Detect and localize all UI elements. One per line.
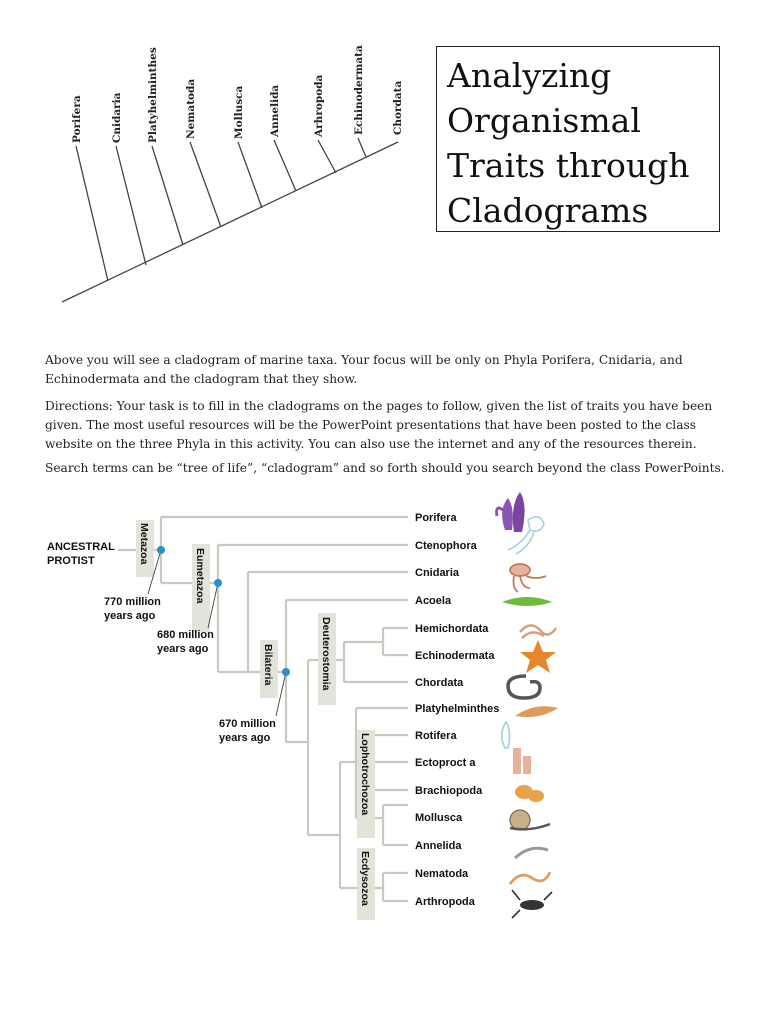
chordata-snake-icon — [506, 674, 542, 700]
clado-trunk — [61, 141, 399, 303]
branch-platyhelminthes — [151, 145, 184, 246]
taxon-label: Ctenophora — [415, 540, 478, 552]
taxon-label: Mollusca — [415, 812, 463, 824]
taxon-label: Rotifera — [415, 730, 457, 742]
arthropoda-lobster-icon — [511, 889, 553, 919]
taxon-label: Chordata — [415, 677, 464, 689]
clade-box-deuterostomia — [318, 613, 336, 705]
clade-label: Ecdysozoa — [359, 851, 371, 906]
taxon-label: Arhropoda — [313, 74, 325, 138]
clade-label: Deuterostomia — [320, 617, 332, 691]
branch-arhropoda — [317, 139, 337, 174]
time-label: years ago — [219, 732, 271, 744]
platyhelminthes-flatworm-icon — [515, 706, 558, 717]
branch-nematoda — [189, 141, 222, 228]
nematoda-roundworm-icon — [508, 871, 552, 885]
taxon-label: Porifera — [415, 512, 457, 524]
taxon-label: Annelida — [415, 840, 462, 852]
time-label: 670 million — [219, 718, 276, 730]
branch-annelida — [273, 139, 297, 192]
annelida-earthworm-icon — [513, 846, 549, 860]
clade-label: Lophotrochozoa — [359, 733, 371, 815]
title-line: Analyzing — [447, 56, 612, 95]
clade-label: Eumetazoa — [194, 548, 206, 604]
title-line: Organismal — [447, 101, 641, 140]
title-box: Analyzing Organismal Traits through Clad… — [436, 46, 720, 232]
branch-porifera — [75, 145, 109, 282]
time-label: years ago — [104, 610, 156, 622]
taxon-label: Porifera — [71, 95, 83, 143]
taxon-label: Cnidaria — [111, 92, 123, 143]
root-label: ANCESTRAL — [47, 541, 115, 553]
brachiopoda-lamp-shell-icon — [515, 785, 544, 802]
taxon-label: Nematoda — [185, 79, 197, 139]
taxon-label: Ectoproct a — [415, 757, 476, 769]
top-cladogram: Porifera Cnidaria Platyhelminthes Nemato… — [61, 45, 404, 303]
taxon-label: Echinodermata — [353, 45, 365, 135]
clade-box-metazoa — [136, 520, 154, 577]
search-terms-paragraph: Search terms can be “tree of life”, “cla… — [45, 461, 725, 475]
clade-box-bilateria — [260, 640, 278, 698]
taxon-label: Platyhelminthes — [415, 703, 499, 715]
taxon-label: Echinodermata — [415, 650, 495, 662]
metazoa-phylogeny-diagram: ANCESTRAL PROTIST Metazoa Eumetazoa Bila… — [47, 492, 558, 920]
cnidaria-jellyfish-icon — [509, 563, 547, 593]
acoela-flatworm-icon — [502, 597, 552, 606]
node-dot-770 — [157, 546, 165, 554]
clade-box-ecdysozoa — [357, 848, 375, 920]
title-line: Cladograms — [447, 191, 649, 230]
branch-echinodermata — [357, 137, 367, 158]
rotifera-rotifer-icon — [500, 720, 511, 749]
time-label: 770 million — [104, 596, 161, 608]
clade-box-eumetazoa — [192, 544, 210, 632]
hemichordata-acorn-worm-icon — [519, 624, 557, 639]
root-label: PROTIST — [47, 555, 95, 567]
taxon-label: Annelida — [269, 85, 281, 138]
clade-box-lophotrochozoa — [357, 730, 375, 838]
directions-paragraph: Directions: Your task is to fill in the … — [45, 399, 713, 451]
taxon-label: Brachiopoda — [415, 785, 483, 797]
branch-mollusca — [237, 141, 263, 209]
taxon-label: Mollusca — [233, 85, 245, 139]
time-label: 680 million — [157, 629, 214, 641]
intro-paragraph: Above you will see a cladogram of marine… — [45, 353, 683, 386]
title-line: Traits through — [447, 146, 690, 185]
ctenophora-comb-jelly-icon — [507, 516, 545, 555]
taxon-label: Hemichordata — [415, 623, 489, 635]
node-dot-670 — [282, 668, 290, 676]
taxon-label: Arthropoda — [415, 896, 476, 908]
taxon-label: Chordata — [392, 80, 404, 135]
branch-cnidaria — [115, 145, 147, 266]
node-dot-680 — [214, 579, 222, 587]
taxon-label: Platyhelminthes — [147, 47, 159, 143]
clade-label: Bilateria — [262, 644, 274, 686]
taxon-label: Nematoda — [415, 868, 469, 880]
ectoprocta-bryozoan-icon — [513, 748, 531, 774]
echinodermata-sea-star-icon — [520, 640, 556, 673]
clade-label: Metazoa — [138, 523, 150, 565]
time-pointer — [147, 549, 162, 595]
time-pointer — [207, 582, 219, 629]
porifera-sponge-icon — [495, 492, 525, 532]
taxon-label: Cnidaria — [415, 567, 460, 579]
mollusca-snail-icon — [509, 809, 551, 831]
time-label: years ago — [157, 643, 209, 655]
time-pointer — [275, 671, 287, 717]
taxon-label: Acoela — [415, 595, 452, 607]
